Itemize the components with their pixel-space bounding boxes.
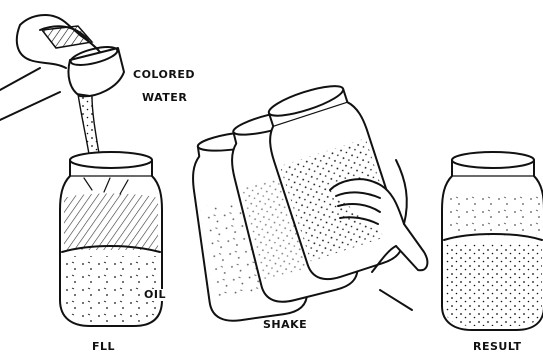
colored-water-label-line1: COLORED: [133, 69, 195, 81]
result-jar: [442, 152, 543, 330]
fill-jar-water: [64, 194, 158, 251]
shake-jars: [187, 77, 428, 324]
pouring-hand-group: [0, 15, 124, 120]
oil-label: OIL: [143, 289, 167, 301]
result-jar-water: [444, 244, 542, 326]
result-step-label: RESULT: [473, 341, 522, 353]
colored-water-label-line2: WATER: [142, 92, 187, 104]
fill-step-label: FLL: [92, 341, 115, 353]
shake-step-label: SHAKE: [263, 319, 307, 331]
